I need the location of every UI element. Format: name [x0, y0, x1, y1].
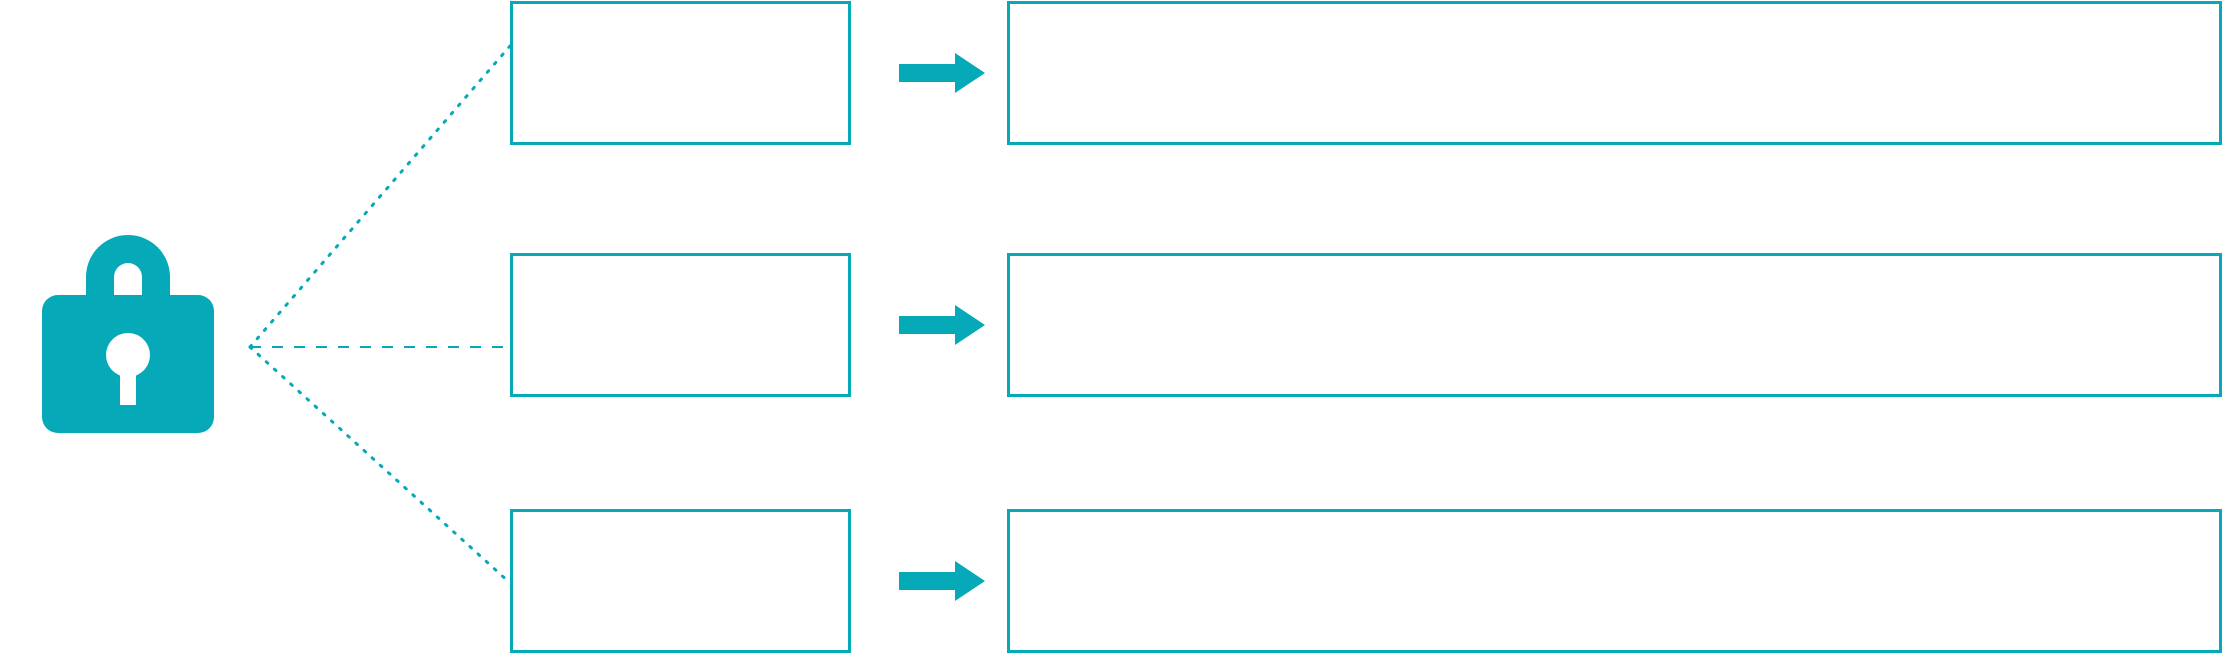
- right-arrow-icon-3: [899, 559, 985, 603]
- stage-box-1[interactable]: [510, 1, 851, 145]
- right-arrow-icon-2: [899, 303, 985, 347]
- outcome-box-3[interactable]: [1007, 509, 2222, 653]
- lock-keyhole-circle: [106, 333, 150, 377]
- right-arrow-icon-1: [899, 51, 985, 95]
- outcome-box-2[interactable]: [1007, 253, 2222, 397]
- diagram-row: [0, 509, 2229, 653]
- lock-icon: [30, 205, 225, 440]
- lock-keyhole-stem: [120, 363, 136, 405]
- stage-box-2[interactable]: [510, 253, 851, 397]
- diagram-row: [0, 1, 2229, 145]
- outcome-box-1[interactable]: [1007, 1, 2222, 145]
- diagram-row: [0, 253, 2229, 397]
- stage-box-3[interactable]: [510, 509, 851, 653]
